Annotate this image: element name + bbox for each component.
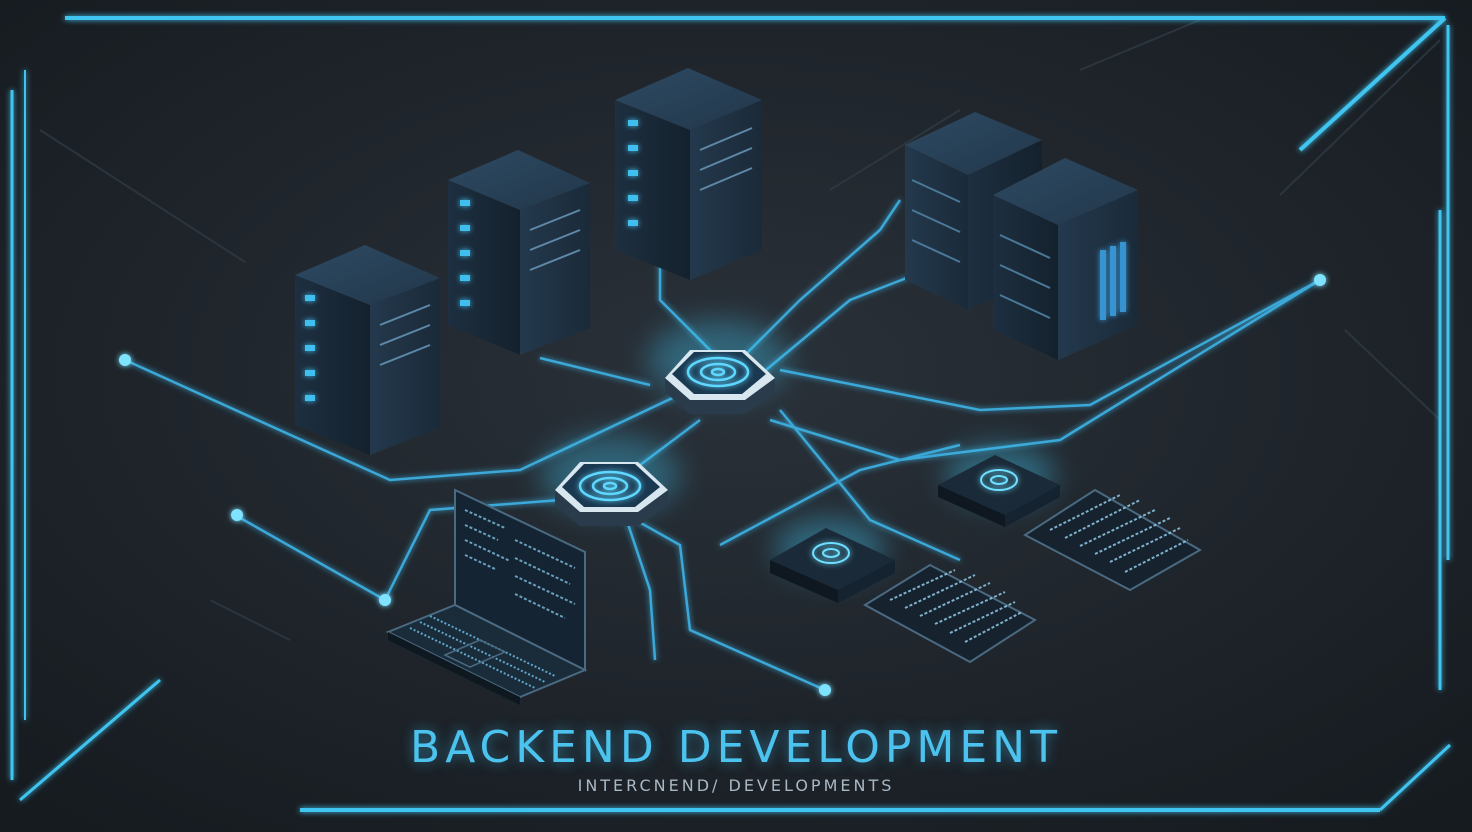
endpoint-dots: [119, 274, 1326, 696]
frame: [10, 16, 1452, 812]
laptop: [385, 488, 588, 705]
glowing-pad: [938, 445, 1060, 527]
server-tower: [448, 150, 590, 355]
server-tower: [993, 158, 1138, 360]
server-tower: [295, 245, 440, 455]
code-panel: [863, 563, 1037, 664]
server-tower: [615, 68, 762, 280]
background-streaks: [39, 19, 1441, 641]
glowing-pad: [770, 518, 895, 603]
page-subtitle: INTERCNEND/ DEVELOPMENTS: [577, 776, 895, 795]
code-panel: [1023, 488, 1203, 592]
network-hub: [648, 320, 788, 414]
connection-lines: [124, 199, 1321, 692]
page-title: BACKEND DEVELOPMENT: [410, 722, 1062, 773]
network-hub: [540, 435, 680, 526]
